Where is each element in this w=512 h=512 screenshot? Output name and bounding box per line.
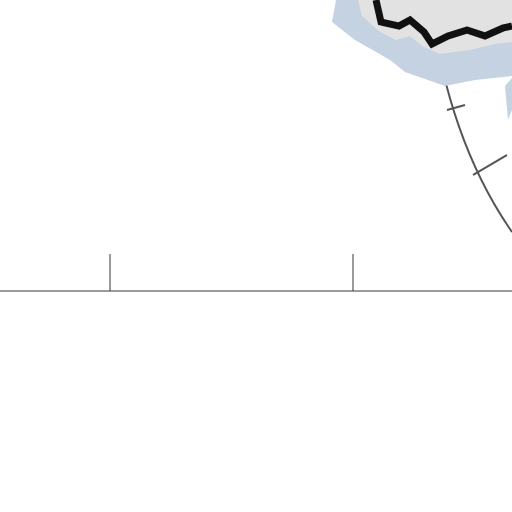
inner-band-area [358, 0, 512, 54]
polar-axis-tick-2 [472, 154, 508, 176]
series-line [372, 0, 512, 49]
series-continuation [505, 78, 512, 120]
polar-axis-tick-1 [446, 104, 466, 111]
